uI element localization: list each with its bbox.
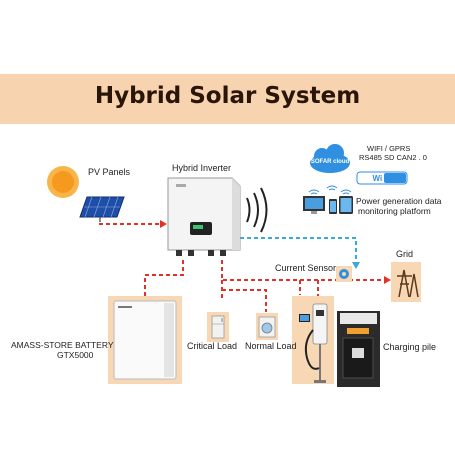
current-sensor-icon <box>336 266 352 282</box>
wifi-gprs-label: WIFI / GPRS <box>367 144 411 153</box>
inverter-icon <box>167 177 241 256</box>
cloud-logo-text: SOFAR cloud <box>311 159 350 165</box>
ev-charger-icon <box>292 296 334 384</box>
battery-label-line1: AMASS-STORE BATTERY <box>11 340 114 350</box>
platform-label-line2: monitoring platform <box>358 206 431 216</box>
normal-load-label: Normal Load <box>245 341 297 351</box>
signal-waves-icon <box>246 187 268 233</box>
pv-panel-icon <box>79 196 125 222</box>
wifi-icon: Wi Fi <box>356 171 408 185</box>
cloud-icon: SOFAR cloud <box>310 144 350 173</box>
grid-tower-icon <box>391 262 421 302</box>
pv-panels-label: PV Panels <box>88 167 131 177</box>
phone-icon <box>329 199 337 214</box>
sun-icon <box>47 166 79 198</box>
rs485-label: RS485 SD CAN2 . 0 <box>359 153 427 162</box>
ac-lines <box>144 260 384 312</box>
desktop-icon <box>303 196 325 214</box>
critical-load-label: Critical Load <box>187 341 238 351</box>
page-title: Hybrid Solar System <box>94 83 361 109</box>
battery-icon <box>108 296 182 384</box>
platform-label-line1: Power generation data <box>356 196 442 206</box>
mini-wifi-icons <box>308 185 352 195</box>
comm-line <box>240 237 357 262</box>
tablet-icon <box>339 196 353 214</box>
wifi-logo-text: Wi Fi <box>372 174 391 183</box>
pv-arrow <box>160 220 167 228</box>
charging-cabinet-icon <box>337 311 380 387</box>
washer-icon <box>256 313 278 340</box>
current-sensor-label: Current Sensor <box>275 263 337 273</box>
battery-label-line2: GTX5000 <box>57 350 94 360</box>
hybrid-inverter-label: Hybrid Inverter <box>172 163 232 173</box>
comm-arrow <box>352 262 360 269</box>
charging-pile-label: Charging pile <box>383 342 437 352</box>
grid-label: Grid <box>396 249 414 259</box>
fridge-icon <box>207 312 229 342</box>
title-banner: Hybrid Solar System <box>0 74 455 124</box>
grid-arrow <box>384 276 391 284</box>
